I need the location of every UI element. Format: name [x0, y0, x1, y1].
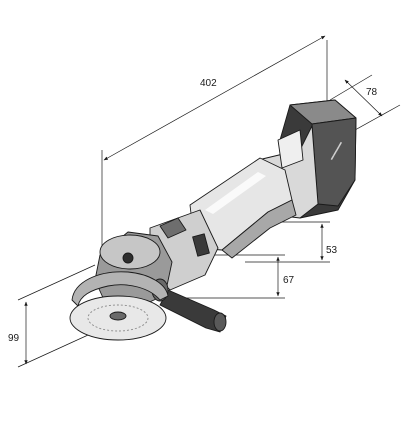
spindle-lock-button — [122, 252, 134, 264]
guard-and-disc — [69, 271, 169, 341]
motor-housing-highlight — [205, 172, 266, 214]
wheel-guard — [71, 271, 169, 307]
rear-housing-grip-recess — [277, 129, 304, 169]
handle-height-label: 53 — [326, 245, 338, 256]
side-handle-grip — [159, 289, 227, 333]
length-dimension-line — [103, 35, 326, 161]
angle-grinder: ▬▬▬▬ — [69, 99, 357, 341]
disc-height-extension-top — [17, 264, 96, 301]
overall-length-label: 402 — [200, 78, 217, 89]
cutting-disc-inner-ring — [87, 304, 149, 332]
motor-housing — [189, 157, 297, 259]
battery-width-extension-bottom — [354, 104, 401, 131]
battery-width-dimension — [329, 74, 401, 131]
side-handle-end-cap — [213, 312, 227, 332]
head-height-label: 67 — [283, 275, 295, 286]
gear-head-top — [99, 234, 161, 270]
neck-vent-panel — [192, 233, 210, 257]
battery-width-dimension-line — [344, 79, 383, 117]
motor-housing-shadow — [221, 199, 297, 259]
overall-length-dimension — [101, 35, 328, 255]
disc-flange-nut — [109, 311, 127, 321]
disc-height-label: 99 — [8, 333, 20, 344]
battery-side-panel — [311, 117, 357, 207]
neck-top-switch — [159, 217, 187, 239]
battery-width-label: 78 — [366, 87, 378, 98]
